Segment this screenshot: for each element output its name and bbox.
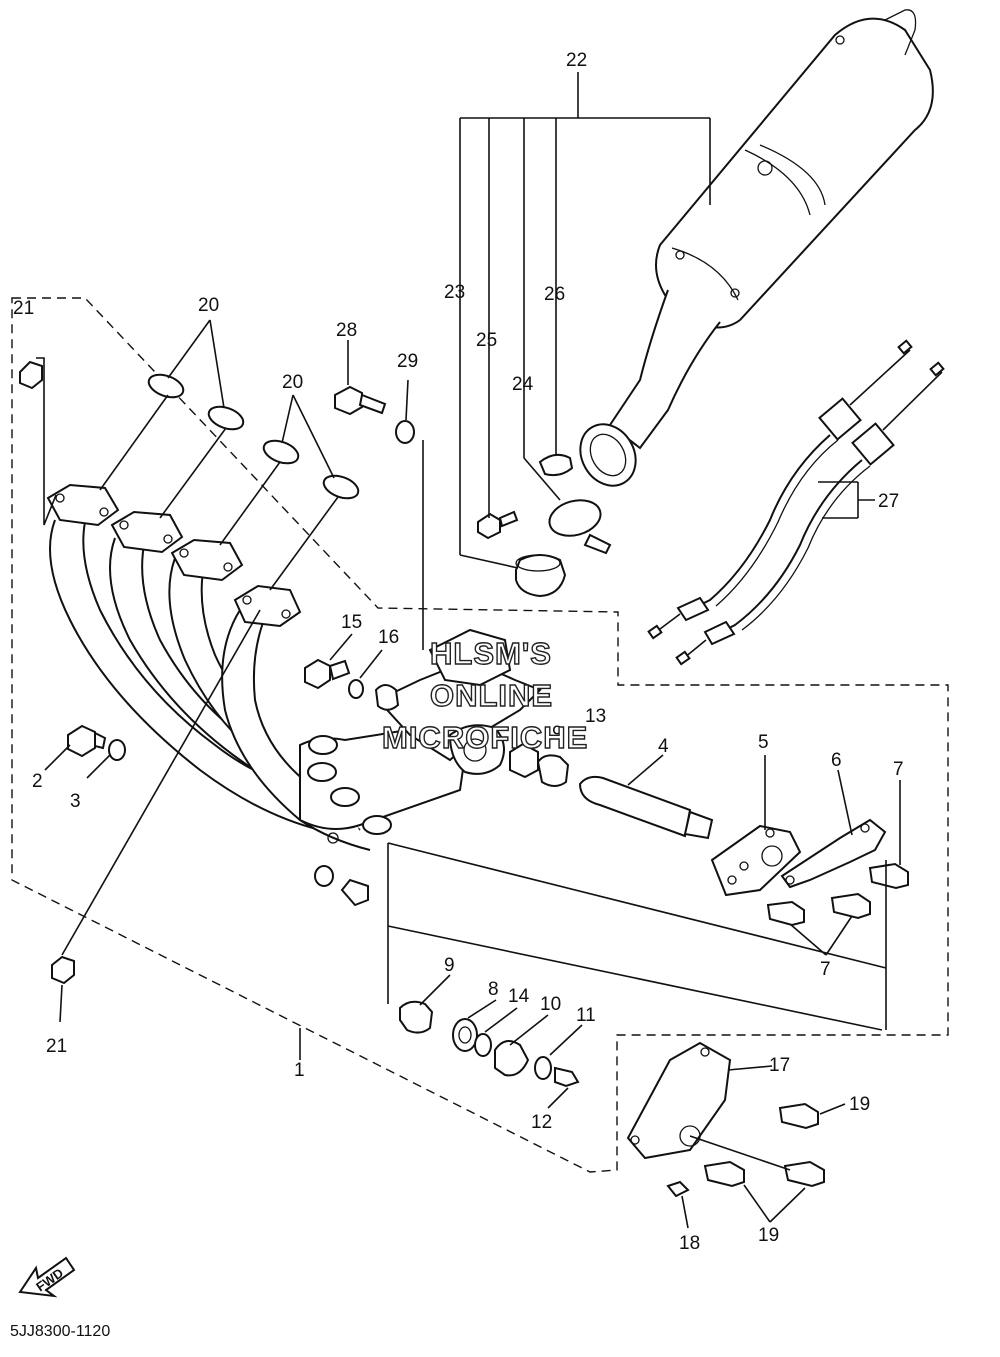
bolt-12 bbox=[554, 1066, 580, 1088]
muffler-assembly bbox=[579, 9, 934, 487]
callout-4: 4 bbox=[658, 736, 669, 757]
washer-16 bbox=[348, 679, 364, 699]
bracket-6 bbox=[780, 818, 887, 889]
assembly-1-boundary bbox=[11, 297, 949, 1173]
callout-numbers: 22 23 26 25 24 27 21 20 20 28 29 15 16 9… bbox=[13, 50, 904, 1254]
washer-3 bbox=[108, 739, 126, 761]
bolt-15 bbox=[304, 658, 351, 690]
stopper-10 bbox=[494, 1040, 530, 1077]
cover-17 bbox=[626, 1041, 732, 1160]
gasket-23 bbox=[515, 554, 567, 598]
clip-18 bbox=[666, 1180, 690, 1198]
bolt-28 bbox=[334, 385, 387, 416]
callout-3: 3 bbox=[70, 791, 81, 812]
bracket-22 bbox=[459, 72, 711, 569]
pulley-5 bbox=[710, 824, 802, 897]
lower-group-bracket bbox=[387, 842, 887, 1031]
callout-19-right: 19 bbox=[849, 1094, 870, 1115]
callout-15: 15 bbox=[341, 612, 362, 633]
callout-9-upper: 9 bbox=[552, 723, 563, 744]
callout-25: 25 bbox=[476, 330, 497, 351]
callout-12: 12 bbox=[531, 1112, 552, 1133]
callout-22: 22 bbox=[566, 50, 587, 71]
callout-27: 27 bbox=[878, 491, 899, 512]
callout-21-top: 21 bbox=[13, 298, 34, 319]
fwd-arrow-icon: FWD bbox=[18, 1256, 76, 1298]
diagram-code: 5JJ8300-1120 bbox=[10, 1323, 110, 1340]
callout-29: 29 bbox=[397, 351, 418, 372]
callout-19-bottom: 19 bbox=[758, 1225, 779, 1246]
watermark-line-1: HLSM'S bbox=[430, 636, 552, 671]
callout-21-bottom: 21 bbox=[46, 1036, 67, 1057]
exhaust-header-pipes bbox=[46, 483, 472, 851]
callout-26: 26 bbox=[544, 284, 565, 305]
watermark-line-2: ONLINE bbox=[430, 678, 553, 713]
bushing-9-lower bbox=[399, 1000, 434, 1034]
lower-bolt bbox=[314, 865, 369, 907]
callout-18: 18 bbox=[679, 1233, 700, 1254]
gaskets-20 bbox=[147, 373, 360, 500]
ring-14 bbox=[474, 1033, 492, 1057]
callout-16: 16 bbox=[378, 627, 399, 648]
bushing-9-upper bbox=[509, 742, 539, 779]
bracket-27 bbox=[818, 481, 875, 519]
shaft-4 bbox=[578, 775, 714, 840]
callout-2: 2 bbox=[32, 771, 43, 792]
bolts-7 bbox=[766, 862, 909, 927]
callout-1: 1 bbox=[294, 1060, 305, 1081]
watermark: HLSM'S ONLINE MICROFICHE bbox=[381, 635, 588, 755]
callout-24: 24 bbox=[512, 374, 534, 395]
callout-11: 11 bbox=[576, 1005, 596, 1026]
leader-21-top bbox=[36, 357, 57, 526]
callout-14: 14 bbox=[508, 986, 530, 1007]
callout-8: 8 bbox=[488, 979, 499, 1000]
leader-lines bbox=[44, 319, 901, 1229]
nut-26 bbox=[538, 453, 574, 477]
callout-7-lower: 7 bbox=[820, 959, 831, 980]
bolt-2 bbox=[67, 724, 107, 758]
callout-7-upper: 7 bbox=[893, 759, 904, 780]
callout-28: 28 bbox=[336, 320, 357, 341]
bushing-13 bbox=[536, 754, 570, 787]
callout-9-lower: 9 bbox=[444, 955, 455, 976]
callout-5: 5 bbox=[758, 732, 769, 753]
clamp-24 bbox=[548, 499, 612, 555]
watermark-line-3: MICROFICHE bbox=[382, 720, 588, 755]
washer-11 bbox=[534, 1056, 552, 1080]
valve-housing bbox=[374, 628, 542, 775]
callout-20-right: 20 bbox=[282, 372, 303, 393]
callout-17: 17 bbox=[769, 1055, 790, 1076]
washer-8 bbox=[452, 1018, 478, 1052]
callout-6: 6 bbox=[831, 750, 842, 771]
control-cables-27 bbox=[647, 339, 945, 666]
washer-29 bbox=[395, 420, 415, 444]
callout-10: 10 bbox=[540, 994, 561, 1015]
callout-20-left: 20 bbox=[198, 295, 219, 316]
callout-13: 13 bbox=[585, 706, 606, 727]
callout-23: 23 bbox=[444, 282, 465, 303]
bolt-25 bbox=[477, 510, 519, 540]
nut-21-bottom bbox=[51, 955, 75, 985]
bolts-19 bbox=[703, 1102, 825, 1188]
nut-21-top bbox=[19, 360, 43, 390]
